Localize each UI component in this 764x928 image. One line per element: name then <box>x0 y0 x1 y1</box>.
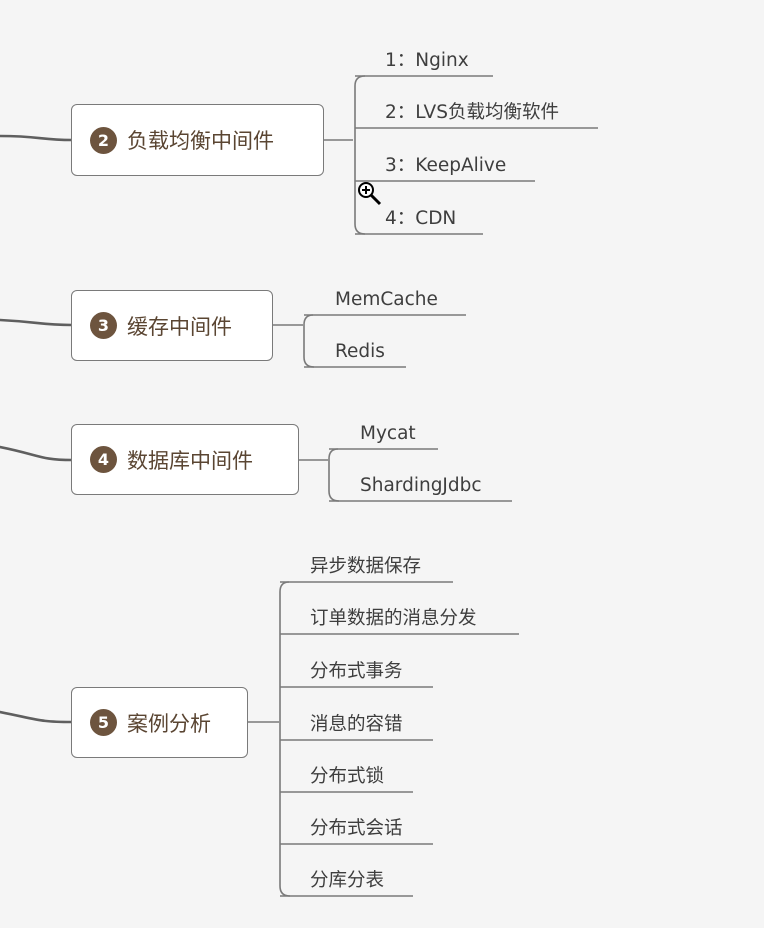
branch-node-2 <box>323 75 598 235</box>
subtopic-item[interactable]: 分布式事务 <box>310 661 403 682</box>
connector-node-3 <box>0 318 74 327</box>
topic-node-3[interactable]: 3 缓存中间件 <box>71 290 273 361</box>
subtopic-item[interactable]: Redis <box>335 341 385 362</box>
topic-label: 数据库中间件 <box>127 448 253 473</box>
subtopic-item[interactable]: 分库分表 <box>310 870 385 891</box>
branch-node-3 <box>272 314 466 368</box>
number-badge: 3 <box>90 312 117 339</box>
subtopic-item[interactable]: 分布式会话 <box>310 818 403 839</box>
subtopic-item[interactable]: Mycat <box>360 423 416 444</box>
branch-node-4 <box>298 448 512 502</box>
connector-node-4 <box>0 445 74 462</box>
subtopic-item[interactable]: 4：CDN <box>385 208 457 229</box>
connector-node-5 <box>0 710 74 724</box>
zoom-in-icon <box>358 182 382 206</box>
topic-node-4[interactable]: 4 数据库中间件 <box>71 424 299 495</box>
topic-label: 负载均衡中间件 <box>127 129 274 153</box>
subtopic-item[interactable]: 分布式锁 <box>310 766 385 787</box>
subtopic-item[interactable]: 消息的容错 <box>310 714 403 735</box>
subtopic-item[interactable]: MemCache <box>335 289 438 310</box>
subtopic-item[interactable]: 1：Nginx <box>385 50 469 71</box>
number-badge: 2 <box>90 126 117 154</box>
subtopic-item[interactable]: 3：KeepAlive <box>385 155 507 176</box>
topic-label: 案例分析 <box>127 711 211 736</box>
topic-node-2[interactable]: 2 负载均衡中间件 <box>71 104 324 176</box>
subtopic-item[interactable]: ShardingJdbc <box>360 475 482 496</box>
topic-label: 缓存中间件 <box>127 314 232 339</box>
number-badge: 5 <box>90 709 117 736</box>
number-badge: 4 <box>90 446 117 473</box>
subtopic-item[interactable]: 异步数据保存 <box>310 556 422 577</box>
connector-node-2 <box>0 134 74 142</box>
subtopic-item[interactable]: 2：LVS负载均衡软件 <box>385 102 559 123</box>
subtopic-item[interactable]: 订单数据的消息分发 <box>310 608 477 629</box>
branch-node-5 <box>247 581 519 897</box>
topic-node-5[interactable]: 5 案例分析 <box>71 687 248 758</box>
